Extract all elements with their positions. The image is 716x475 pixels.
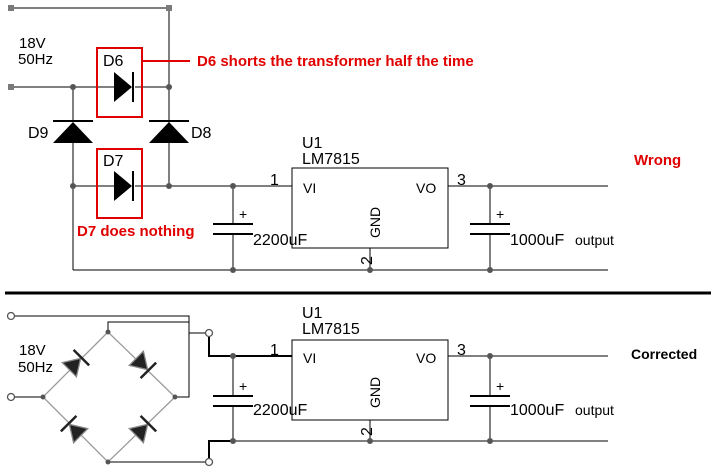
diode-d6-triangle-icon [114, 72, 132, 102]
d6-highlight-box [96, 47, 143, 118]
regulator-part: LM7815 [302, 151, 360, 168]
junction-dot [70, 84, 76, 90]
status-wrong: Wrong [634, 152, 681, 169]
cout-output-label: output [575, 232, 614, 248]
regulator-ref: U1 [302, 305, 323, 322]
wire-minus-to-rail [208, 440, 232, 458]
pin-1-number: 1 [270, 172, 279, 189]
bridge-diode-ll [59, 414, 90, 445]
diode-d8 [149, 120, 189, 143]
pin-2-number: 2 [359, 427, 376, 436]
junction-dot [367, 438, 373, 444]
output-capacitor [470, 395, 510, 407]
bridge-diode-lr-icon [127, 423, 149, 445]
bridge-diode-ul [60, 348, 91, 379]
source-voltage: 18V [19, 35, 46, 52]
junction-dot [230, 353, 236, 359]
output-capacitor [470, 223, 510, 235]
pin-3-number: 3 [457, 342, 466, 359]
source-frequency: 50Hz [18, 359, 53, 376]
cout-plus: + [496, 378, 504, 394]
bridge-diode-lr [127, 414, 158, 445]
junction-dot [70, 183, 76, 189]
cout-value: 1000uF [510, 402, 564, 419]
bridge-diode-ur [127, 349, 158, 380]
junction-dot [166, 183, 172, 189]
wire-right-ac [175, 333, 190, 398]
source-terminal-top [6, 311, 16, 321]
diode-d9 [53, 120, 93, 143]
junction-dot [230, 183, 236, 189]
wire-plus-to-vi [208, 337, 292, 357]
pin-vi-label: VI [303, 350, 316, 366]
source-terminal-top [8, 5, 14, 11]
pin-gnd-label: GND [367, 377, 383, 408]
input-capacitor [213, 395, 253, 407]
bridge-diode-ll-icon [68, 423, 90, 445]
label-d9: D9 [28, 125, 49, 142]
junction-dot [487, 267, 493, 273]
cout-output-label: output [575, 402, 614, 418]
cin-value: 2200uF [253, 402, 307, 419]
source-frequency: 50Hz [18, 51, 53, 68]
annotation-d6: D6 shorts the transformer half the time [197, 53, 474, 70]
pin-3-number: 3 [457, 172, 466, 189]
d7-highlight-box [96, 148, 143, 219]
cout-value: 1000uF [510, 232, 564, 249]
label-d7: D7 [103, 153, 124, 170]
wire-bridge-top [107, 321, 189, 332]
label-d6: D6 [103, 53, 124, 70]
node-square-top-right [166, 5, 172, 11]
bridge-diode-ur-icon [127, 349, 149, 371]
regulator-u1 [291, 339, 449, 421]
junction-dot [487, 353, 493, 359]
wire-source-top [15, 315, 205, 334]
bridge-rectifier [40, 329, 178, 465]
diode-d7 [104, 171, 134, 201]
junction-dot [487, 183, 493, 189]
pin-gnd-label: GND [367, 207, 383, 238]
pin-2-number: 2 [359, 256, 376, 265]
junction-dot [487, 438, 493, 444]
source-terminal-bottom [8, 84, 14, 90]
label-d8: D8 [191, 125, 212, 142]
diode-d6 [104, 72, 134, 102]
regulator-u1 [291, 167, 449, 249]
cout-plus: + [496, 206, 504, 222]
status-corrected: Corrected [631, 346, 697, 362]
pin-vo-label: VO [416, 350, 436, 366]
junction-dot [166, 84, 172, 90]
cin-plus: + [239, 206, 247, 222]
junction-dot [230, 267, 236, 273]
source-voltage: 18V [19, 342, 46, 359]
regulator-ref: U1 [302, 135, 323, 152]
regulator-part: LM7815 [302, 321, 360, 338]
annotation-d7: D7 does nothing [77, 223, 195, 240]
source-terminal-bottom [6, 392, 16, 402]
cin-plus: + [239, 378, 247, 394]
diode-d9-triangle-icon [53, 122, 93, 143]
input-capacitor [213, 223, 253, 235]
pin-1-number: 1 [270, 342, 279, 359]
diode-d8-triangle-icon [149, 122, 189, 143]
junction-dot [230, 438, 236, 444]
bridge-diode-ul-icon [60, 357, 82, 379]
corrected-circuit: 18V 50Hz Corrected U1 LM7815 VI VO GND 1… [6, 305, 697, 467]
wrong-circuit: 18V 50Hz D6 D7 D8 D9 D6 shorts the trans… [8, 5, 681, 273]
diode-d7-triangle-icon [114, 171, 132, 201]
junction-dot [367, 267, 373, 273]
bridge-minus-terminal [204, 457, 214, 467]
cin-value: 2200uF [253, 232, 307, 249]
bridge-plus-terminal [204, 328, 214, 338]
pin-vi-label: VI [303, 180, 316, 196]
pin-vo-label: VO [416, 180, 436, 196]
